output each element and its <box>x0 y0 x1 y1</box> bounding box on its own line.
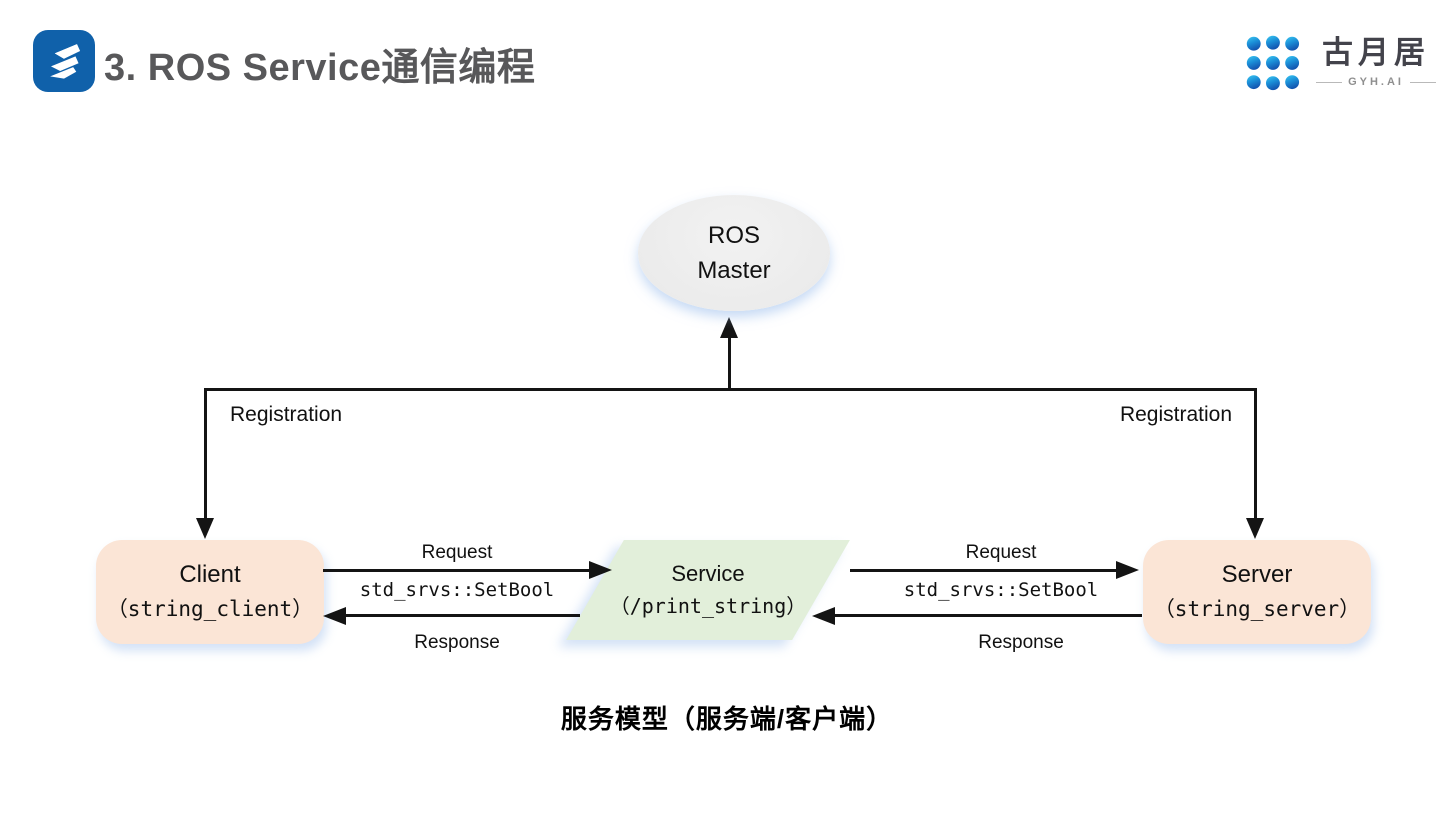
diagram-caption: 服务模型（服务端/客户端） <box>560 704 894 734</box>
gyh-logo: 古月居 GYH.AI <box>1242 32 1436 96</box>
server-subtitle: （string_server） <box>1153 597 1361 621</box>
client-subtitle: （string_client） <box>106 597 314 621</box>
request-arrowhead-right-icon <box>1116 561 1139 579</box>
registration-label-right: Registration <box>1119 403 1232 426</box>
request-line-right <box>850 569 1118 572</box>
response-label-right: Response <box>978 632 1064 653</box>
response-arrowhead-left-icon <box>323 607 346 625</box>
request-label-left: Request <box>421 542 493 563</box>
request-line-left <box>323 569 591 572</box>
gyh-logo-subtitle: GYH.AI <box>1316 76 1436 88</box>
response-label-left: Response <box>414 632 500 653</box>
server-registration-line <box>1254 388 1257 520</box>
server-title: Server <box>1221 561 1293 588</box>
master-stem-line <box>728 336 731 390</box>
response-arrowhead-right-icon <box>812 607 835 625</box>
slide-bullet-icon <box>33 30 95 92</box>
server-node: Server （string_server） <box>1143 540 1371 644</box>
arrowhead-to-server-icon <box>1246 518 1264 539</box>
gyh-dots-icon <box>1246 35 1300 91</box>
gyh-logo-name: 古月居 <box>1322 35 1431 70</box>
ros-master-label-line1: ROS <box>707 222 760 249</box>
request-arrowhead-left-icon <box>589 561 612 579</box>
type-label-right: std_srvs::SetBool <box>903 579 1099 601</box>
ros-master-node: ROS Master <box>638 195 830 311</box>
logo-rule-right <box>1410 81 1436 83</box>
service-node-label: Service （/print_string） <box>575 540 841 640</box>
request-label-right: Request <box>965 542 1037 563</box>
client-node: Client （string_client） <box>96 540 324 644</box>
client-registration-line <box>204 388 207 520</box>
client-title: Client <box>179 561 241 588</box>
arrowhead-to-master-icon <box>720 317 738 338</box>
service-title: Service <box>671 561 745 586</box>
page-title: 3. ROS Service通信编程 <box>104 47 536 89</box>
type-label-left: std_srvs::SetBool <box>359 579 555 601</box>
response-line-left <box>344 614 580 617</box>
s-glyph-icon <box>50 44 81 79</box>
response-line-right <box>834 614 1142 617</box>
logo-rule-left <box>1316 81 1343 83</box>
registration-label-left: Registration <box>230 403 343 426</box>
service-subtitle: （/print_string） <box>609 594 807 618</box>
ros-master-label-line2: Master <box>697 257 771 284</box>
arrowhead-to-client-icon <box>196 518 214 539</box>
